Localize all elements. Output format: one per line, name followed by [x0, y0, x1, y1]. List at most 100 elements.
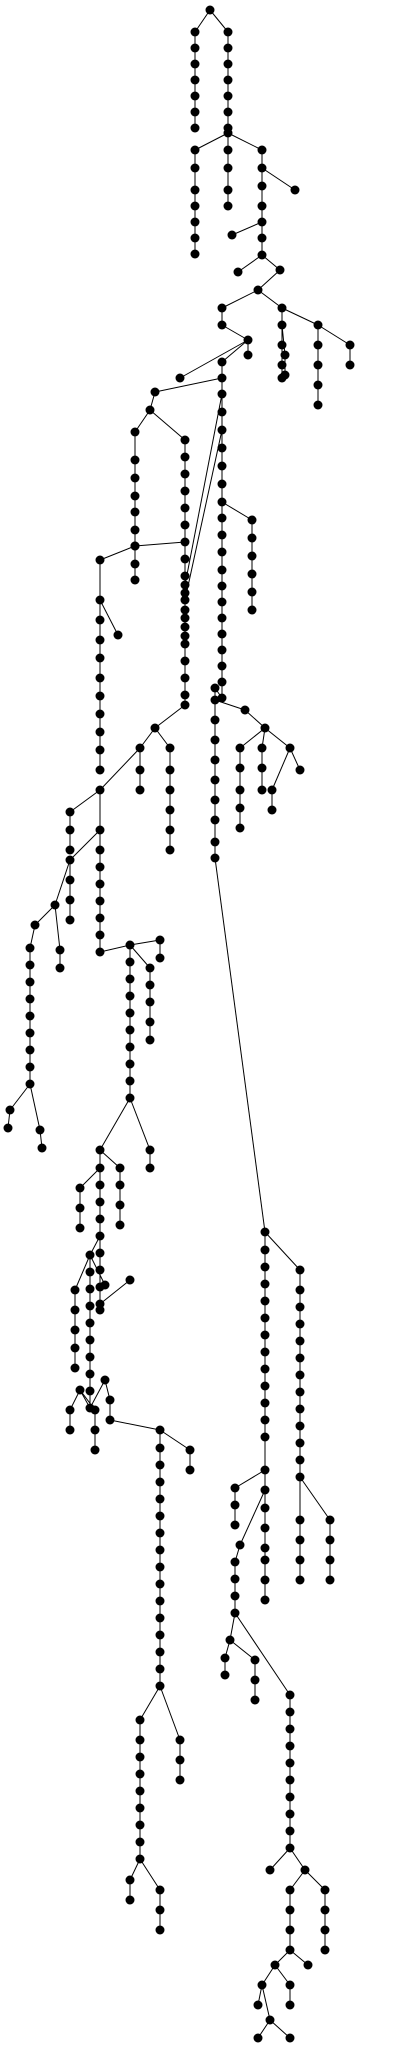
- tree-node: [233, 267, 243, 277]
- tree-node: [230, 1500, 240, 1510]
- tree-node: [260, 1296, 270, 1306]
- tree-edge: [154, 377, 223, 393]
- tree-node: [217, 693, 227, 703]
- tree-node: [70, 1285, 80, 1295]
- tree-node: [257, 763, 267, 773]
- tree-node: [95, 1265, 105, 1275]
- tree-node: [130, 525, 140, 535]
- tree-node: [257, 217, 267, 227]
- tree-node: [230, 1591, 240, 1601]
- tree-node: [260, 1398, 270, 1408]
- tree-node: [217, 677, 227, 687]
- tree-node: [155, 953, 165, 963]
- tree-node: [155, 1443, 165, 1453]
- tree-node: [105, 1415, 115, 1425]
- tree-edge: [179, 339, 249, 379]
- tree-node: [125, 1895, 135, 1905]
- tree-node: [105, 1395, 115, 1405]
- tree-node: [90, 1405, 100, 1415]
- tree-node: [35, 1125, 45, 1135]
- tree-node: [65, 807, 75, 817]
- tree-node: [217, 443, 227, 453]
- tree-node: [75, 1203, 85, 1213]
- tree-node: [275, 265, 285, 275]
- tree-node: [185, 1445, 195, 1455]
- tree-node: [180, 554, 190, 564]
- tree-node: [217, 407, 227, 417]
- tree-node: [285, 1724, 295, 1734]
- tree-node: [190, 107, 200, 117]
- tree-node: [285, 1843, 295, 1853]
- tree-node: [180, 700, 190, 710]
- tree-node: [257, 181, 267, 191]
- tree-node: [180, 435, 190, 445]
- tree-node: [260, 1523, 270, 1533]
- tree-node: [135, 1786, 145, 1796]
- tree-node: [135, 1837, 145, 1847]
- tree-node: [125, 1093, 135, 1103]
- tree-node: [267, 805, 277, 815]
- tree-node: [267, 785, 277, 795]
- tree-node: [235, 743, 245, 753]
- tree-node: [145, 1035, 155, 1045]
- tree-node: [155, 1579, 165, 1589]
- tree-node: [155, 1477, 165, 1487]
- tree-node: [285, 1925, 295, 1935]
- tree-node: [295, 1319, 305, 1329]
- tree-edge: [234, 1612, 291, 1696]
- tree-edge: [239, 727, 266, 749]
- tree-edge: [69, 829, 101, 861]
- tree-node: [285, 1707, 295, 1717]
- tree-node: [217, 497, 227, 507]
- tree-node: [95, 947, 105, 957]
- tree-edge: [281, 324, 286, 356]
- tree-node: [145, 1163, 155, 1173]
- tree-node: [320, 1945, 330, 1955]
- tree-node: [295, 1472, 305, 1482]
- tree-node: [265, 2015, 275, 2025]
- tree-node: [135, 785, 145, 795]
- tree-node: [320, 1885, 330, 1895]
- tree-node: [295, 1535, 305, 1545]
- tree-node: [205, 5, 215, 15]
- tree-edge: [264, 1231, 301, 1271]
- tree-node: [250, 1695, 260, 1705]
- tree-node: [210, 837, 220, 847]
- tree-node: [95, 1305, 105, 1315]
- tree-edge: [99, 1097, 131, 1151]
- tree-node: [85, 1301, 95, 1311]
- tree-edge: [257, 269, 281, 291]
- tree-node: [260, 1465, 270, 1475]
- tree-node: [25, 977, 35, 987]
- tree-node: [260, 1555, 270, 1565]
- tree-node: [70, 1325, 80, 1335]
- tree-node: [235, 785, 245, 795]
- tree-node: [227, 230, 237, 240]
- tree-node: [55, 963, 65, 973]
- tree-node: [65, 1425, 75, 1435]
- tree-node: [260, 1381, 270, 1391]
- tree-node: [95, 635, 105, 645]
- tree-node: [190, 217, 200, 227]
- tree-node: [313, 320, 323, 330]
- tree-nodes: [3, 5, 355, 2043]
- tree-node: [155, 1545, 165, 1555]
- tree-node: [260, 1543, 270, 1553]
- tree-node: [285, 1826, 295, 1836]
- tree-node: [220, 1653, 230, 1663]
- tree-node: [155, 1494, 165, 1504]
- tree-edge: [239, 1489, 266, 1546]
- tree-node: [285, 1885, 295, 1895]
- tree-node: [230, 1520, 240, 1530]
- tree-node: [247, 515, 257, 525]
- tree-node: [70, 1363, 80, 1373]
- tree-node: [257, 163, 267, 173]
- tree-node: [155, 1425, 165, 1435]
- tree-edge: [281, 307, 319, 326]
- tree-edge: [261, 167, 296, 191]
- tree-node: [180, 580, 190, 590]
- tree-node: [95, 930, 105, 940]
- tree-node: [150, 723, 160, 733]
- tree-edge: [139, 1858, 161, 1891]
